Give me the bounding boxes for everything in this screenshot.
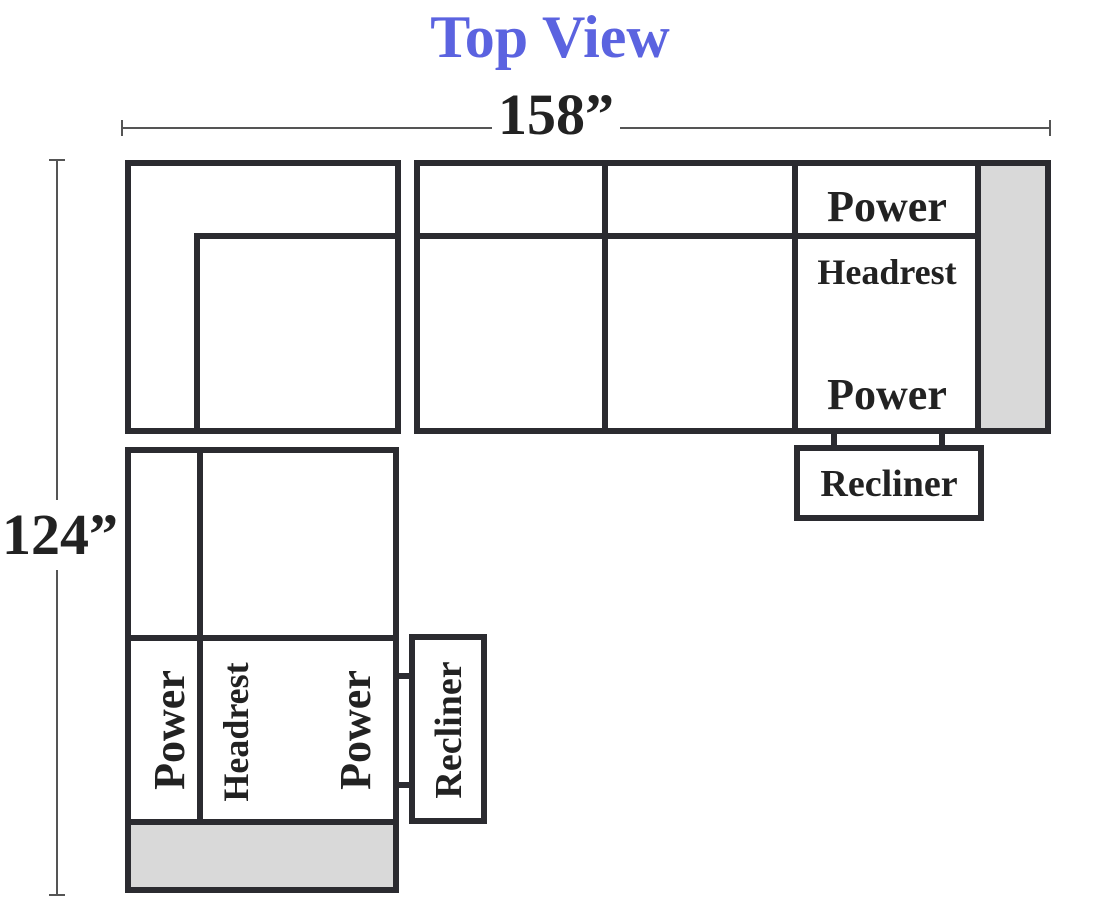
sectional-pieces [125, 160, 1051, 893]
right-arm [975, 160, 1051, 434]
depth-dimension-label: 124” [2, 500, 118, 570]
left-recliner-label: Recliner [428, 661, 470, 799]
bottom-arm [125, 819, 399, 893]
top-recliner-label: Recliner [820, 463, 958, 505]
left-recliner-footrest [409, 634, 487, 824]
left-power-label-inner: Power [331, 670, 380, 790]
top-recliner-footrest [794, 445, 984, 521]
left-power-label-outer: Power [145, 670, 194, 790]
top-run-section [414, 160, 981, 434]
width-dimension-label: 158” [492, 82, 620, 148]
top-power-label-lower: Power [827, 370, 947, 419]
left-headrest-label: Headrest [216, 662, 256, 802]
corner-seat-outline [194, 233, 398, 431]
corner-section [125, 160, 401, 434]
top-power-label-upper: Power [827, 182, 947, 231]
diagram-title: Top View [430, 4, 670, 70]
top-headrest-label: Headrest [817, 252, 957, 292]
